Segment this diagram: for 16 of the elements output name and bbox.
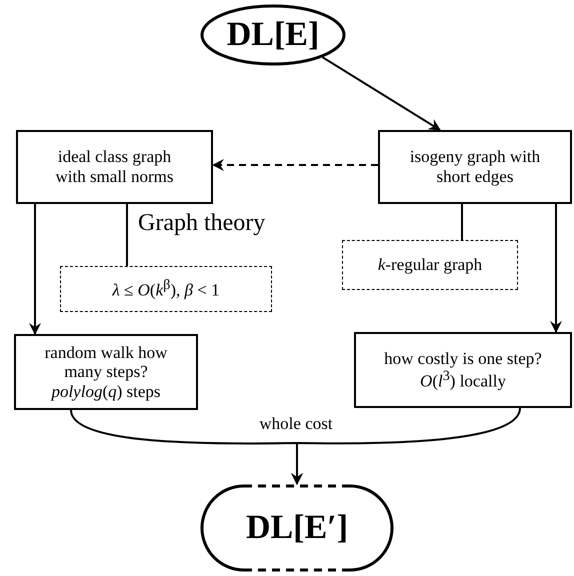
- node-title: DL[E′]: [246, 508, 348, 548]
- arrow: [550, 204, 562, 333]
- note-box: k-regular graph: [342, 240, 518, 290]
- node-title: DL[E]: [226, 15, 320, 55]
- arrow: [29, 204, 41, 335]
- section-label: Graph theory: [138, 210, 266, 237]
- note-box: λ ≤ O(k$^{β}$), β < 1: [60, 266, 272, 312]
- connector-line: [126, 204, 128, 266]
- connector-line: [461, 204, 463, 240]
- arrow: [322, 56, 441, 131]
- process-box: how costly is one step? O(l$^{3}$) locally: [354, 332, 572, 408]
- process-box: isogeny graph with short edges: [378, 130, 572, 204]
- arrow: [212, 159, 378, 171]
- process-box: ideal class graph with small norms: [16, 130, 213, 204]
- arrow: [291, 408, 521, 485]
- process-box: random walk how many steps? polylog(q) steps: [14, 334, 198, 410]
